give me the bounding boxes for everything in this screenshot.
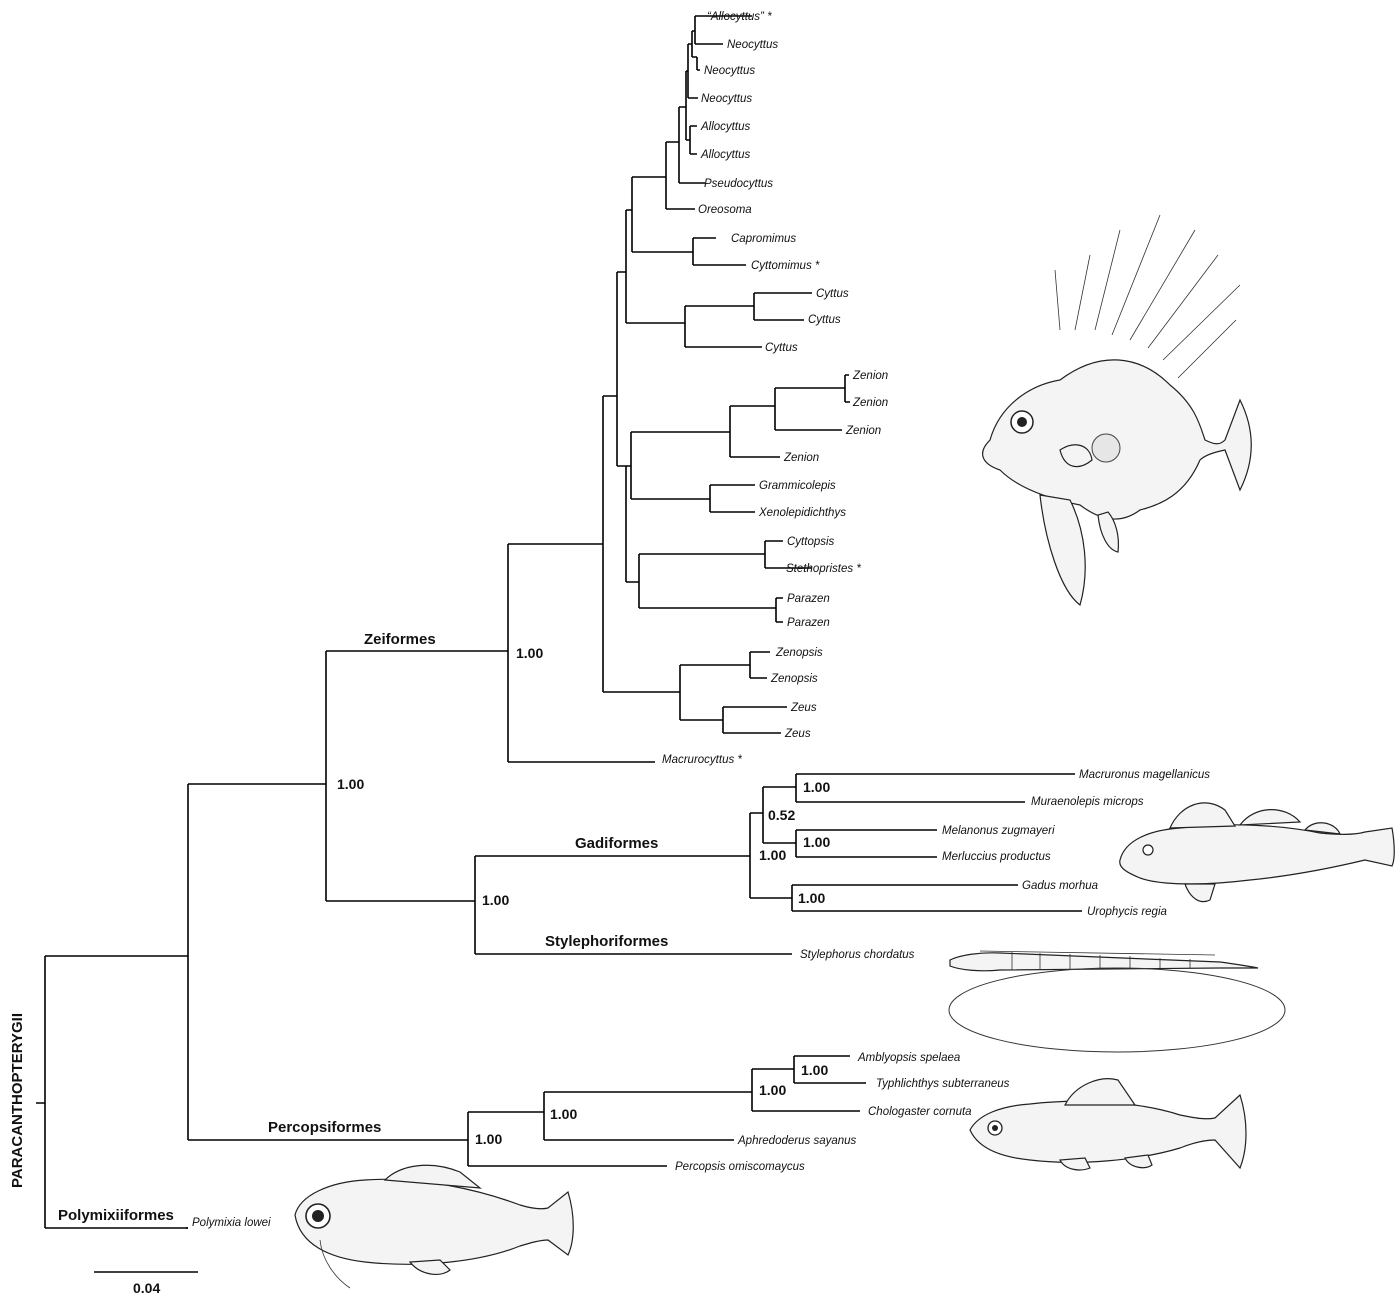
stylephorus-icon bbox=[949, 951, 1285, 1052]
polymixia-icon bbox=[295, 1165, 573, 1288]
branch-allocyttus-pair bbox=[690, 126, 697, 154]
taxon-labels: “Allocyttus” * Neocyttus Neocyttus Neocy… bbox=[192, 11, 1210, 1229]
cod-icon bbox=[1120, 803, 1395, 902]
trout-perch-icon bbox=[970, 1079, 1246, 1170]
clade-label-percopsiformes: Percopsiformes bbox=[268, 1119, 381, 1136]
support-value: 1.00 bbox=[803, 834, 830, 850]
taxon-label: Melanonus zugmayeri bbox=[942, 825, 1055, 837]
branch-zenion-inner bbox=[775, 388, 845, 430]
scale-bar: 0.04 bbox=[94, 1272, 198, 1296]
branch-cyttopsis-parazen bbox=[639, 554, 776, 608]
taxon-label: Cyttus bbox=[765, 342, 798, 354]
branch-zenion-grammi-para bbox=[626, 466, 639, 582]
scale-bar-label: 0.04 bbox=[133, 1280, 160, 1296]
support-values: 1.00 1.00 1.00 1.00 0.52 1.00 1.00 1.00 … bbox=[337, 645, 830, 1147]
support-value: 1.00 bbox=[475, 1131, 502, 1147]
support-value: 0.52 bbox=[768, 807, 795, 823]
taxon-label: Grammicolepis bbox=[759, 480, 836, 492]
taxon-label: Zeus bbox=[784, 728, 811, 740]
taxon-label: Zeus bbox=[790, 702, 817, 714]
taxon-label: Polymixia lowei bbox=[192, 1217, 271, 1229]
branch-zeus bbox=[723, 707, 787, 733]
support-value: 1.00 bbox=[482, 892, 509, 908]
branch-oreosomatidae bbox=[632, 177, 693, 252]
root-stem bbox=[36, 956, 188, 1228]
taxon-label: Capromimus bbox=[731, 233, 796, 245]
taxon-label: Allocyttus bbox=[700, 121, 750, 133]
taxon-label: Xenolepidichthys bbox=[758, 507, 846, 519]
branch-zenion-pair bbox=[845, 375, 850, 402]
taxon-label: Stethopristes * bbox=[786, 563, 861, 575]
branch-zenopsis bbox=[750, 652, 770, 678]
branch-zenion bbox=[730, 406, 780, 457]
branch-neocyttus-2 bbox=[697, 57, 700, 70]
taxon-label: Macrurocyttus * bbox=[662, 754, 742, 766]
support-value: 1.00 bbox=[801, 1062, 828, 1078]
taxon-label: Pseudocyttus bbox=[704, 178, 773, 190]
taxon-label: Percopsis omiscomaycus bbox=[675, 1161, 805, 1173]
clade-label-polymixiiformes: Polymixiiformes bbox=[58, 1207, 174, 1224]
branch-oreo-cyttus bbox=[617, 272, 626, 466]
taxon-label: Oreosoma bbox=[698, 204, 752, 216]
branch-allo-pseudo bbox=[679, 107, 705, 183]
john-dory-icon bbox=[983, 215, 1252, 605]
branch-zeidae bbox=[680, 665, 750, 720]
clade-labels: Zeiformes Gadiformes Stylephoriformes Pe… bbox=[9, 631, 668, 1224]
branch-main bbox=[188, 784, 468, 1140]
taxon-label: Chologaster cornuta bbox=[868, 1106, 972, 1118]
taxon-label: Zenion bbox=[852, 370, 888, 382]
clade-label-zeiformes: Zeiformes bbox=[364, 631, 436, 648]
clade-label-stylephoriformes: Stylephoriformes bbox=[545, 933, 668, 950]
taxon-label: Cyttomimus * bbox=[751, 260, 820, 272]
branch-zei-internal bbox=[603, 396, 680, 692]
taxon-label: Zenion bbox=[852, 397, 888, 409]
branch-cyttus-pair bbox=[754, 293, 812, 320]
support-value: 1.00 bbox=[759, 1082, 786, 1098]
branch-grammicolepis bbox=[710, 485, 755, 512]
taxon-label: Muraenolepis microps bbox=[1031, 796, 1144, 808]
taxon-label: Zenopsis bbox=[770, 673, 818, 685]
taxon-label: Typhlichthys subterraneus bbox=[876, 1078, 1010, 1090]
branch-oreo bbox=[626, 210, 685, 323]
support-value: 1.00 bbox=[550, 1106, 577, 1122]
taxon-label: Parazen bbox=[787, 617, 830, 629]
taxon-label: Amblyopsis spelaea bbox=[857, 1052, 960, 1064]
taxon-label: “Allocyttus” * bbox=[707, 11, 772, 23]
taxon-label: Cyttus bbox=[816, 288, 849, 300]
taxon-label: Zenion bbox=[845, 425, 881, 437]
branch-parazen bbox=[776, 598, 783, 622]
taxon-label: Neocyttus bbox=[727, 39, 778, 51]
support-value: 1.00 bbox=[516, 645, 543, 661]
taxon-label: Zenopsis bbox=[775, 647, 823, 659]
branch-zenion-grammi bbox=[631, 432, 730, 499]
taxon-label: Zenion bbox=[783, 452, 819, 464]
root-label: PARACANTHOPTERYGII bbox=[9, 1013, 26, 1188]
taxon-label: Cyttopsis bbox=[787, 536, 835, 548]
taxon-label: Parazen bbox=[787, 593, 830, 605]
taxon-label: Gadus morhua bbox=[1022, 880, 1098, 892]
taxon-label: Urophycis regia bbox=[1087, 906, 1167, 918]
clade-label-gadiformes: Gadiformes bbox=[575, 835, 658, 852]
taxon-label: Neocyttus bbox=[701, 93, 752, 105]
taxon-label: Aphredoderus sayanus bbox=[737, 1135, 857, 1147]
support-value: 1.00 bbox=[759, 847, 786, 863]
support-value: 1.00 bbox=[337, 776, 364, 792]
taxon-label: Merluccius productus bbox=[942, 851, 1051, 863]
taxon-label: Stylephorus chordatus bbox=[800, 949, 915, 961]
taxon-label: Cyttus bbox=[808, 314, 841, 326]
taxon-label: Neocyttus bbox=[704, 65, 755, 77]
branch-cyttus bbox=[685, 306, 762, 347]
taxon-label: Allocyttus bbox=[700, 149, 750, 161]
tree-branches bbox=[36, 16, 1082, 1228]
taxon-label: Macruronus magellanicus bbox=[1079, 769, 1210, 781]
support-value: 1.00 bbox=[803, 779, 830, 795]
support-value: 1.00 bbox=[798, 890, 825, 906]
